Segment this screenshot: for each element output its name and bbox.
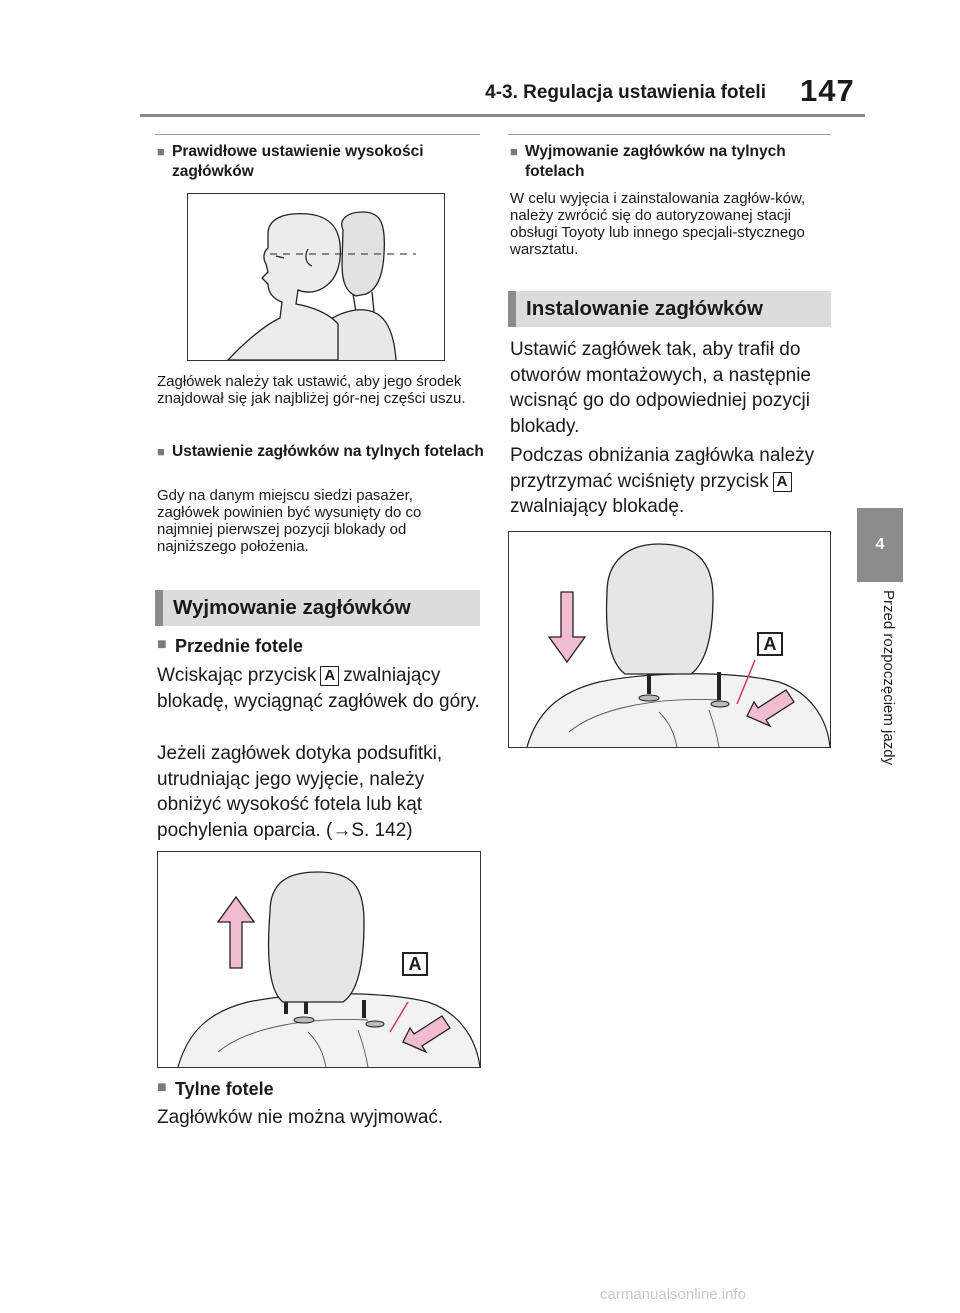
rule (508, 134, 831, 135)
page-number: 147 (800, 73, 855, 108)
figure-rear-headrest-install: A (508, 531, 831, 748)
text-front-ceiling: Jeżeli zagłówek dotyka podsufitki, utrud… (157, 743, 443, 841)
button-a-label: A (772, 471, 792, 492)
text-rear-seats: Zagłówków nie można wyjmować. (157, 1107, 444, 1128)
section-title: 4-3. Regulacja ustawienia foteli (485, 82, 766, 103)
figure-front-headrest-removal: A (157, 851, 481, 1068)
chapter-title: Przed rozpoczęciem jazdy (880, 590, 897, 766)
subheading-front-seats: Przednie fotele (157, 636, 495, 657)
figure-head-position (187, 193, 445, 361)
text-rear-removal: W celu wyjęcia i zainstalowania zagłów-k… (510, 190, 806, 258)
text-installation-2-b: zwalniający blokadę. (510, 496, 685, 517)
figure-label-a: A (757, 632, 783, 656)
header-rule (140, 114, 865, 117)
rear-headrest-install-illustration (526, 543, 830, 747)
caption-headrest-height: Zagłówek należy tak ustawić, aby jego śr… (157, 373, 466, 407)
text-installation-2-a: Podczas obniżania zagłówka należy przytr… (510, 445, 815, 492)
text-front-removal-b: zwalniający blokadę, wyciągnąć zagłówek … (157, 665, 480, 712)
subheading-rear-removal: Wyjmowanie zagłówków na tylnych fotelach (510, 142, 847, 182)
chapter-tab: 4 (857, 508, 903, 582)
text-rear-adjust: Gdy na danym miejscu siedzi pasażer, zag… (157, 487, 422, 555)
figure-label-a: A (402, 952, 428, 976)
subheading-headrest-height: Prawidłowe ustawienie wysokości zagłówkó… (157, 142, 492, 182)
rule (155, 134, 480, 135)
watermark: carmanualsonline.info (600, 1286, 746, 1303)
text-front-removal-a: Wciskając przycisk (157, 665, 317, 686)
subheading-rear-seats: Tylne fotele (157, 1079, 495, 1100)
section-heading-installation: Instalowanie zagłówków (508, 291, 831, 327)
text-installation-1: Ustawić zagłówek tak, aby trafił do otwo… (510, 339, 811, 437)
head-position-illustration (227, 211, 416, 360)
subheading-rear-adjust: Ustawienie zagłówków na tylnych fotelach (157, 442, 492, 462)
front-headrest-removal-illustration (177, 871, 480, 1067)
chapter-number: 4 (875, 536, 885, 553)
section-heading-removal: Wyjmowanie zagłówków (155, 590, 480, 626)
text-installation-2: Podczas obniżania zagłówka należy przytr… (510, 443, 832, 520)
button-a-label: A (320, 666, 340, 686)
